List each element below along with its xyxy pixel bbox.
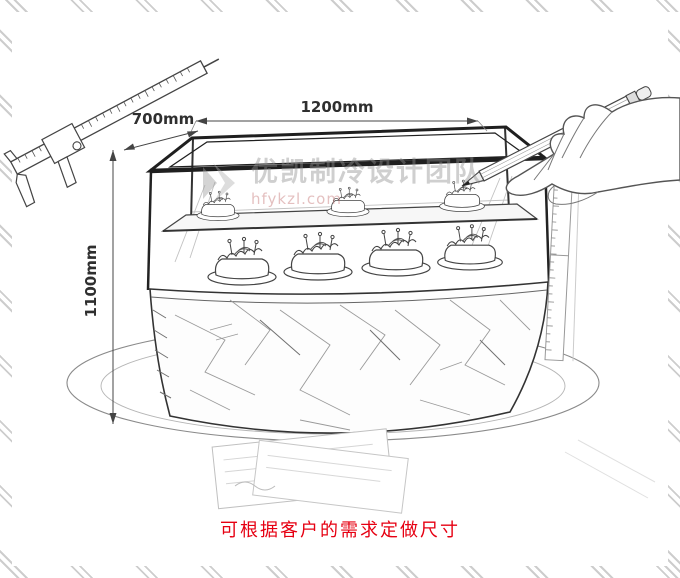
caliper-sketch <box>3 58 220 208</box>
cake-being-decorated <box>439 179 485 212</box>
papers-sketch <box>211 428 409 514</box>
cake-sketch-lower-row <box>207 224 503 286</box>
caption-text: 可根据客户的需求定做尺寸 <box>220 520 460 541</box>
display-case-sketch <box>145 125 551 291</box>
background-sketch-marks <box>564 439 656 499</box>
marble-base-sketch <box>149 281 549 434</box>
hand-finger-lines <box>533 111 613 205</box>
width-label: 1200mm <box>300 98 373 116</box>
hand-pencil-sketch <box>461 86 680 205</box>
marble-veins-dark <box>152 309 506 399</box>
marble-veins <box>174 299 531 431</box>
height-label: 1100mm <box>82 244 100 317</box>
dimension-depth: 700mm <box>123 110 199 151</box>
dimension-width: 1200mm <box>189 98 488 135</box>
dimension-height: 1100mm <box>82 150 117 424</box>
depth-label: 700mm <box>132 110 195 128</box>
